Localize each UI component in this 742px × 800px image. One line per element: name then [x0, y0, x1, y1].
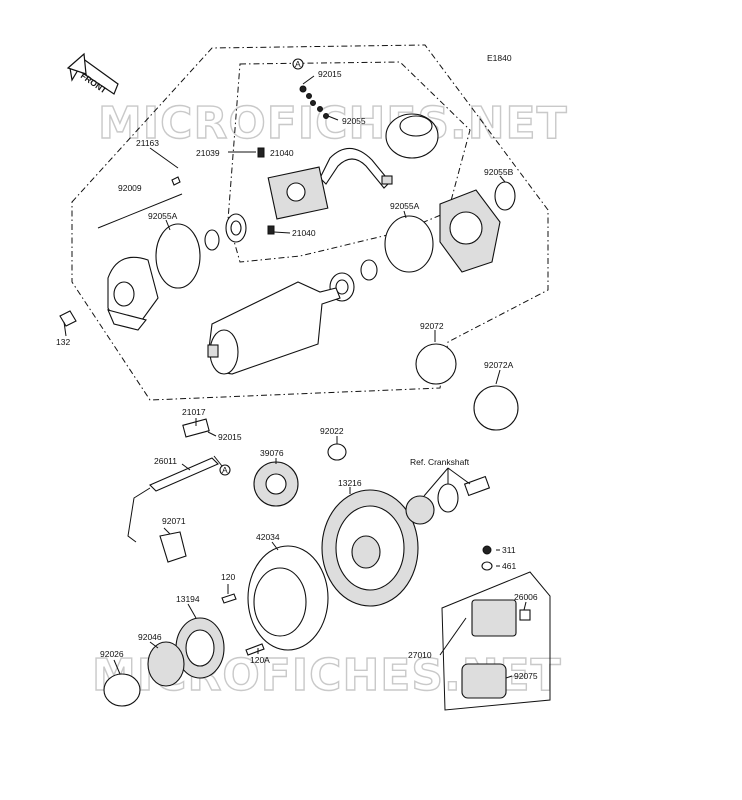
end-cover-part: [385, 113, 439, 159]
label-92022: 92022: [320, 426, 344, 436]
label-92075: 92075: [514, 671, 538, 681]
label-92015-top: 92015: [318, 69, 342, 79]
label-26011: 26011: [154, 456, 177, 466]
label-21040-top: 21040: [270, 148, 294, 158]
label-39076: 39076: [260, 448, 284, 458]
bearing-92046: [147, 641, 185, 687]
label-92046: 92046: [138, 632, 162, 642]
starter-clutch-gear-13216: [321, 489, 419, 607]
screws-small-part: [257, 85, 329, 235]
switch-terminal-21017: [182, 418, 210, 438]
oring-92055b: [494, 181, 516, 211]
ring-92072: [415, 343, 457, 385]
label-13194: 13194: [176, 594, 200, 604]
idle-gear-39076: [253, 461, 299, 507]
relay-cover-92075: [461, 663, 507, 699]
label-42034: 42034: [256, 532, 280, 542]
label-92026: 92026: [100, 649, 124, 659]
lead-26011: [149, 457, 219, 492]
relay-box-outline: [441, 571, 551, 711]
bolt-120a: [245, 643, 265, 656]
label-311: 311: [502, 545, 516, 555]
ring-92072a: [473, 385, 519, 431]
callout-a-top: [292, 58, 304, 70]
long-bolt-92009: [97, 193, 183, 229]
label-21163: 21163: [136, 138, 159, 148]
starter-clutch-42034: [247, 545, 329, 651]
label-92055a-left: 92055A: [148, 211, 178, 221]
label-92009: 92009: [118, 183, 142, 193]
callout-a-top-label: A: [295, 59, 301, 69]
label-26006: 26006: [514, 592, 538, 602]
ref-crankshaft-label: Ref. Crankshaft: [410, 457, 470, 467]
oring-92055a-right: [384, 215, 434, 273]
label-92055a-right: 92055A: [390, 201, 420, 211]
bolt-head-92009: [171, 176, 181, 186]
label-461: 461: [502, 561, 516, 571]
label-21039: 21039: [196, 148, 220, 158]
one-way-clutch-13194: [175, 617, 225, 679]
bolt-120: [221, 593, 237, 604]
label-120a: 120A: [250, 655, 270, 665]
cap-92071: [159, 531, 187, 563]
callout-a-bottom-label: A: [222, 465, 228, 475]
callout-a-bottom: [219, 464, 231, 476]
rear-bracket-part: [439, 189, 501, 273]
washer-92022: [327, 443, 347, 461]
bolt-132: [59, 310, 77, 327]
crank-gear-parts: [405, 475, 491, 525]
label-92072a: 92072A: [484, 360, 514, 370]
label-92071: 92071: [162, 516, 186, 526]
brush-plate-part: [319, 147, 393, 189]
washer-461: [481, 561, 493, 571]
label-120: 120: [221, 572, 235, 582]
diagram-code: E1840: [487, 53, 512, 63]
label-92055b: 92055B: [484, 167, 514, 177]
starter-assembly-outline: [71, 44, 549, 401]
armature-part: [207, 281, 341, 375]
label-132: 132: [56, 337, 70, 347]
starter-relay-27010: [471, 599, 531, 637]
callout-lines: [63, 75, 527, 679]
front-arrow-icon: FRONT: [66, 52, 119, 96]
label-92072: 92072: [420, 321, 444, 331]
front-cover-part: [107, 256, 159, 331]
label-92015-bottom: 92015: [218, 432, 242, 442]
washer-92026: [103, 673, 141, 707]
label-21040-bottom: 21040: [292, 228, 316, 238]
label-13216: 13216: [338, 478, 362, 488]
label-21017: 21017: [182, 407, 206, 417]
brush-holder-part: [267, 166, 329, 220]
brush-holder-outline: [227, 61, 471, 263]
oring-92055a-left: [155, 223, 201, 289]
label-27010: 27010: [408, 650, 432, 660]
label-92055: 92055: [342, 116, 366, 126]
watermark-top: MICROFICHES.NET: [98, 98, 568, 149]
lead-wire: [127, 487, 151, 543]
nut-311: [482, 545, 492, 555]
